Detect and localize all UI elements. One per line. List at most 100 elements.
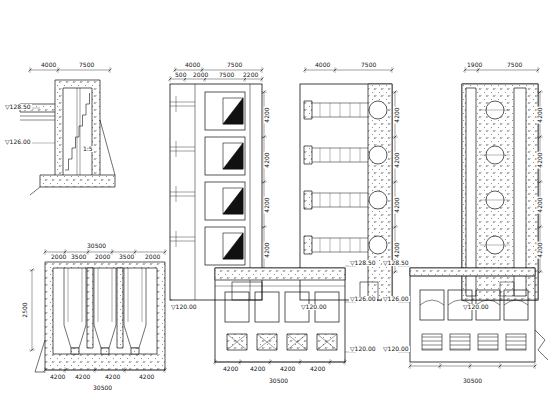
dimension-text: 4200 xyxy=(249,366,266,372)
dimension-text: 30500 xyxy=(268,378,289,384)
draw-line xyxy=(320,193,321,207)
draw-line xyxy=(227,334,247,350)
outline-path xyxy=(64,268,86,348)
draw-line xyxy=(112,249,113,255)
dimension-text: 4200 xyxy=(138,374,155,380)
dimension-text: 4200 xyxy=(264,241,270,258)
draw-line xyxy=(32,270,33,350)
draw-line xyxy=(58,67,59,73)
draw-line xyxy=(350,148,351,162)
concrete-hatch xyxy=(45,262,165,370)
draw-line xyxy=(165,249,166,255)
draw-line xyxy=(310,193,368,194)
draw-line xyxy=(65,367,66,373)
draw-line xyxy=(305,67,306,73)
concrete-hatch xyxy=(71,348,79,354)
draw-line xyxy=(450,349,470,350)
draw-line xyxy=(330,238,331,252)
draw-line xyxy=(320,103,321,117)
outline-path xyxy=(94,268,116,348)
pipe-opening xyxy=(369,236,387,254)
dimension-text: ▽126.00 xyxy=(4,139,32,145)
draw-line xyxy=(478,337,498,338)
draw-line xyxy=(262,76,263,82)
outline-path xyxy=(124,268,146,348)
dimension-text: 30500 xyxy=(86,243,107,249)
draw-line xyxy=(392,182,398,183)
dimension-text: 4200 xyxy=(279,366,296,372)
concrete-hatch xyxy=(40,175,115,187)
draw-line xyxy=(95,367,96,373)
draw-line xyxy=(310,238,368,239)
dimension-text: 4200 xyxy=(537,241,543,258)
draw-line xyxy=(88,249,89,255)
dimension-text: ▽128.50 xyxy=(4,104,32,110)
draw-line xyxy=(176,231,177,247)
dimension-text: 4200 xyxy=(394,196,400,213)
draw-line xyxy=(350,103,351,117)
draw-line xyxy=(30,70,110,71)
outline-path xyxy=(76,126,80,137)
concrete-hatch xyxy=(227,334,247,350)
outline-rect xyxy=(223,188,243,214)
draw-line xyxy=(350,238,351,252)
outline-path xyxy=(223,188,243,214)
dimension-text: 7500 xyxy=(360,62,377,68)
draw-line xyxy=(20,120,55,121)
outline-path xyxy=(35,340,45,372)
draw-line xyxy=(450,341,470,342)
draw-line xyxy=(287,334,307,350)
draw-line xyxy=(330,193,331,207)
draw-line xyxy=(261,227,267,228)
dimension-text: ▽120.00 xyxy=(170,304,198,310)
draw-line xyxy=(310,148,368,149)
draw-line xyxy=(215,359,216,365)
draw-line xyxy=(261,182,267,183)
outline-path xyxy=(69,148,73,159)
draw-line xyxy=(170,237,195,238)
draw-line xyxy=(422,349,442,350)
draw-line xyxy=(310,162,368,163)
outline-path xyxy=(72,137,76,148)
draw-line xyxy=(422,341,442,342)
draw-line xyxy=(170,241,195,242)
dimension-text: 2000 xyxy=(192,72,209,78)
draw-line xyxy=(480,110,510,111)
outline-path xyxy=(535,330,548,360)
draw-line xyxy=(317,334,337,350)
draw-line xyxy=(80,88,81,175)
dimension-text: 4200 xyxy=(264,151,270,168)
draw-line xyxy=(176,141,177,157)
draw-line xyxy=(45,249,46,255)
draw-line xyxy=(257,334,277,350)
draw-line xyxy=(98,268,99,322)
outline-rect xyxy=(205,227,245,265)
draw-line xyxy=(165,367,166,373)
draw-line xyxy=(478,349,498,350)
dimension-text: 4200 xyxy=(104,374,121,380)
draw-line xyxy=(538,67,539,73)
draw-line xyxy=(310,103,368,104)
draw-line xyxy=(450,345,470,346)
outline-rect xyxy=(223,98,243,124)
dimension-text: 4200 xyxy=(394,151,400,168)
dimension-text: 3500 xyxy=(70,254,87,260)
draw-line xyxy=(480,200,510,201)
draw-line xyxy=(506,349,526,350)
concrete-hatch xyxy=(317,334,337,350)
draw-line xyxy=(360,238,361,252)
dimension-text: 4200 xyxy=(222,366,239,372)
draw-line xyxy=(262,67,263,73)
dimension-text: 30500 xyxy=(92,385,113,391)
outline-path xyxy=(223,233,243,259)
outline-path xyxy=(83,104,87,115)
arch-line xyxy=(504,300,528,305)
draw-line xyxy=(305,70,392,71)
draw-line xyxy=(215,362,345,363)
dimension-text: 4000 xyxy=(40,62,57,68)
draw-line xyxy=(110,67,111,73)
concrete-hatch xyxy=(368,84,392,300)
draw-line xyxy=(170,76,171,82)
dimension-text: ▽126.00 xyxy=(382,296,410,302)
draw-line xyxy=(142,268,143,322)
